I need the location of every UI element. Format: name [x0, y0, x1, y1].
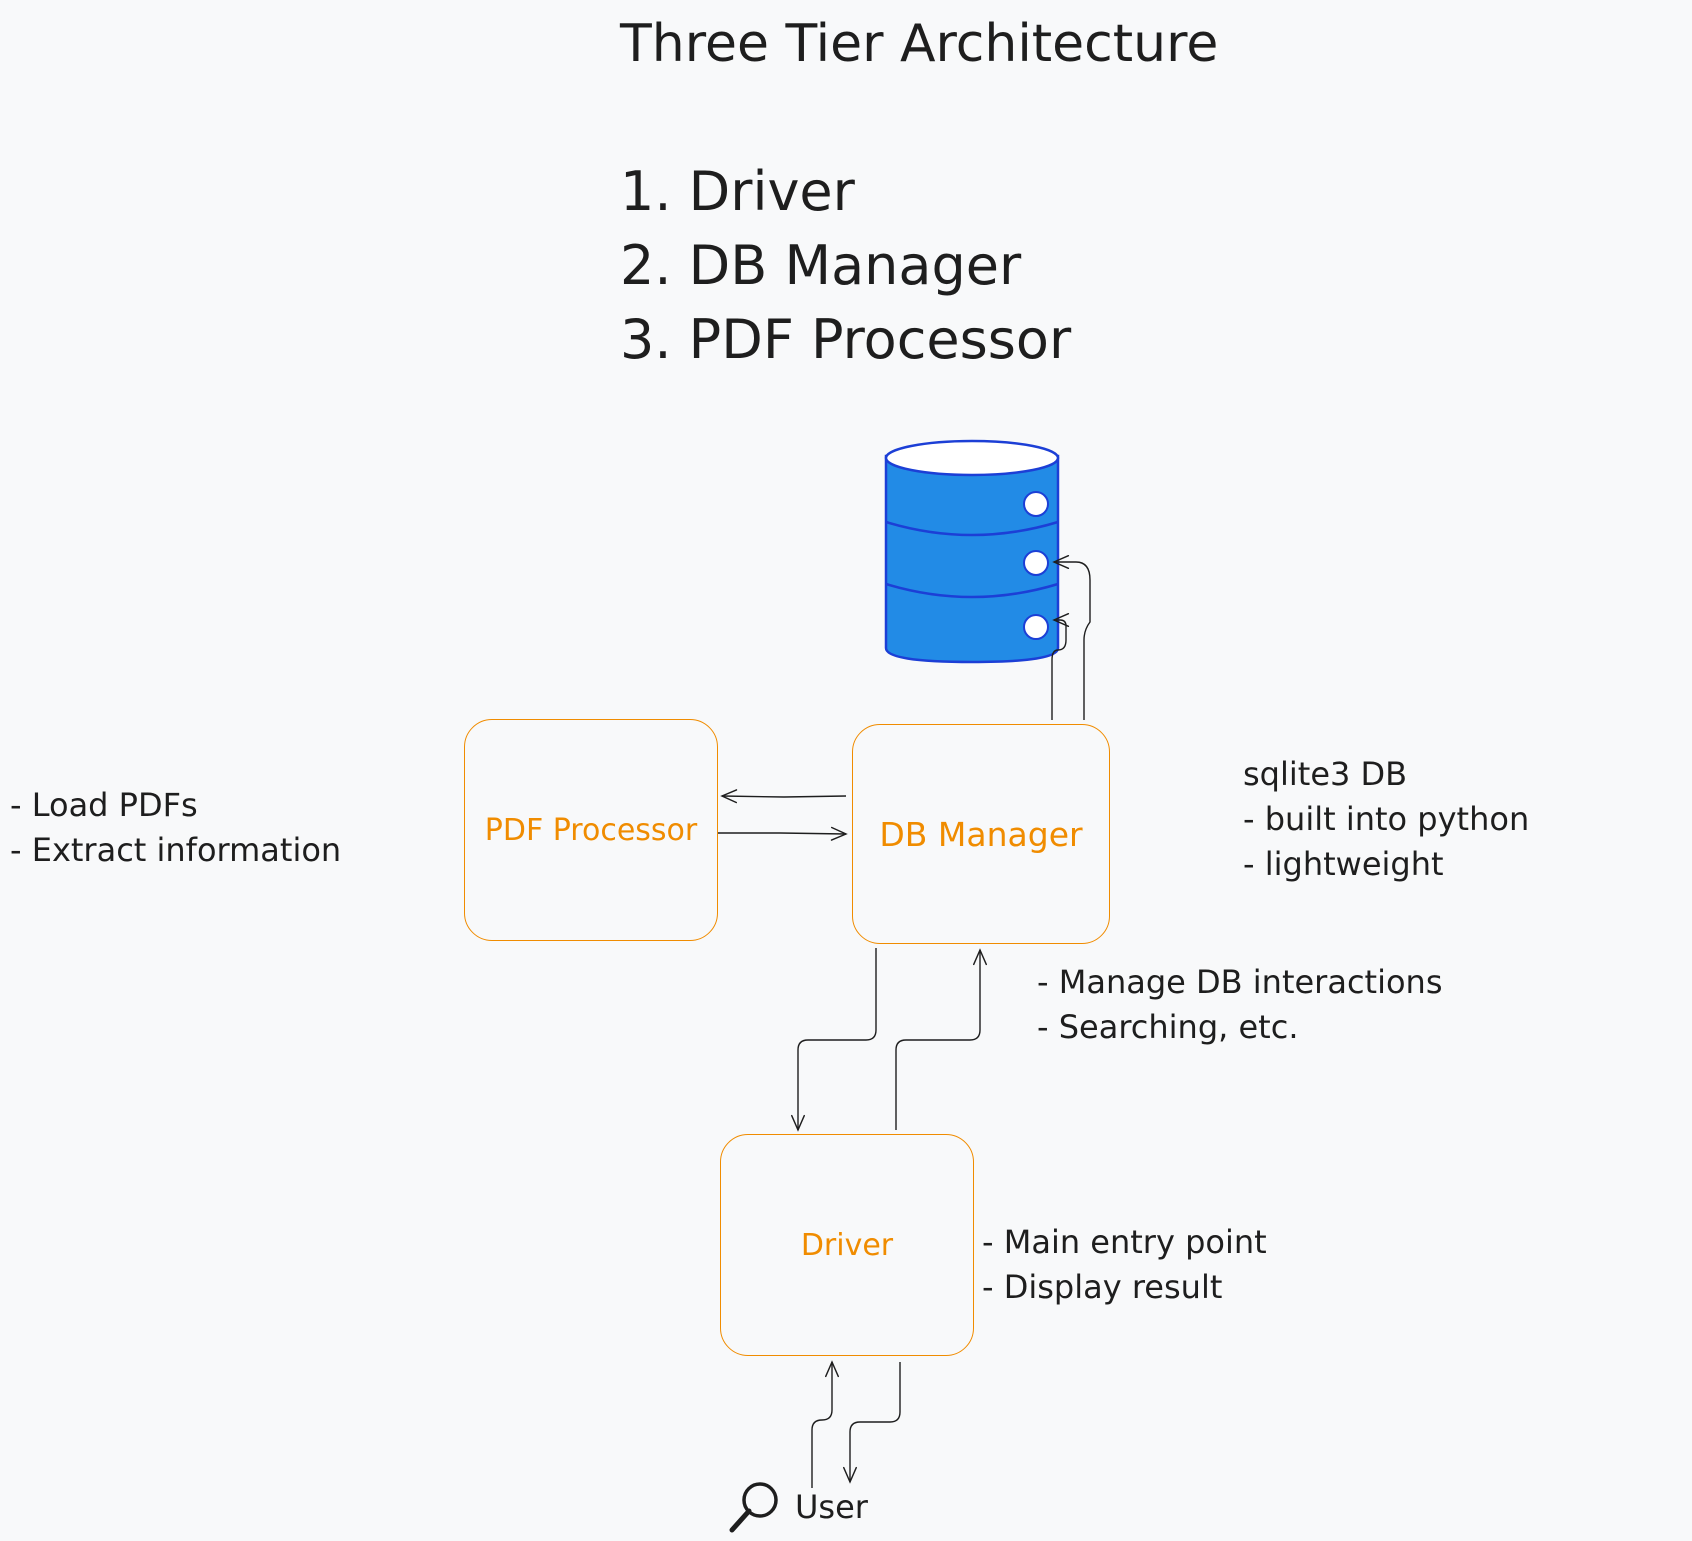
connector-db-manager-to-database [1051, 612, 1070, 720]
note-line: - Load PDFs [10, 786, 198, 824]
connector-db-manager-to-pdf-processor [720, 789, 847, 804]
connector-driver-to-db-manager [895, 948, 988, 1130]
note-line: - built into python [1243, 800, 1530, 838]
tier-item: 3. PDF Processor [620, 308, 1072, 371]
note-line: - lightweight [1243, 845, 1444, 883]
tier-item: 1. Driver [620, 160, 855, 223]
pdf-processor-label: PDF Processor [484, 812, 698, 848]
tier-item: 2. DB Manager [620, 234, 1022, 297]
connector-pdf-processor-to-db-manager [718, 826, 848, 841]
note-line: sqlite3 DB [1243, 755, 1408, 793]
connector-db-manager-to-database [1052, 554, 1091, 720]
db-manager-notes: - Manage DB interactions - Searching, et… [1037, 960, 1443, 1050]
connector-db-manager-to-driver [790, 948, 877, 1132]
tier-list: 1. Driver 2. DB Manager 3. PDF Processor [620, 155, 1071, 377]
note-line: - Main entry point [982, 1223, 1267, 1261]
sqlite-notes: sqlite3 DB - built into python - lightwe… [1243, 752, 1529, 887]
note-line: - Manage DB interactions [1037, 963, 1443, 1001]
user-label: User [795, 1488, 868, 1526]
db-manager-label: DB Manager [879, 814, 1083, 854]
driver-box: Driver [720, 1134, 974, 1356]
driver-label: Driver [800, 1227, 894, 1263]
database-icon [884, 439, 1060, 664]
connector-user-to-driver [811, 1360, 840, 1488]
pdf-processor-box: PDF Processor [464, 719, 718, 941]
note-line: - Searching, etc. [1037, 1008, 1299, 1046]
note-line: - Display result [982, 1268, 1223, 1306]
pdf-processor-notes: - Load PDFs - Extract information [10, 783, 341, 873]
driver-notes: - Main entry point - Display result [982, 1220, 1267, 1310]
search-icon [729, 1482, 778, 1533]
connector-driver-to-user [842, 1362, 901, 1484]
note-line: - Extract information [10, 831, 342, 869]
diagram-title: Three Tier Architecture [620, 14, 1219, 74]
db-manager-box: DB Manager [852, 724, 1110, 944]
